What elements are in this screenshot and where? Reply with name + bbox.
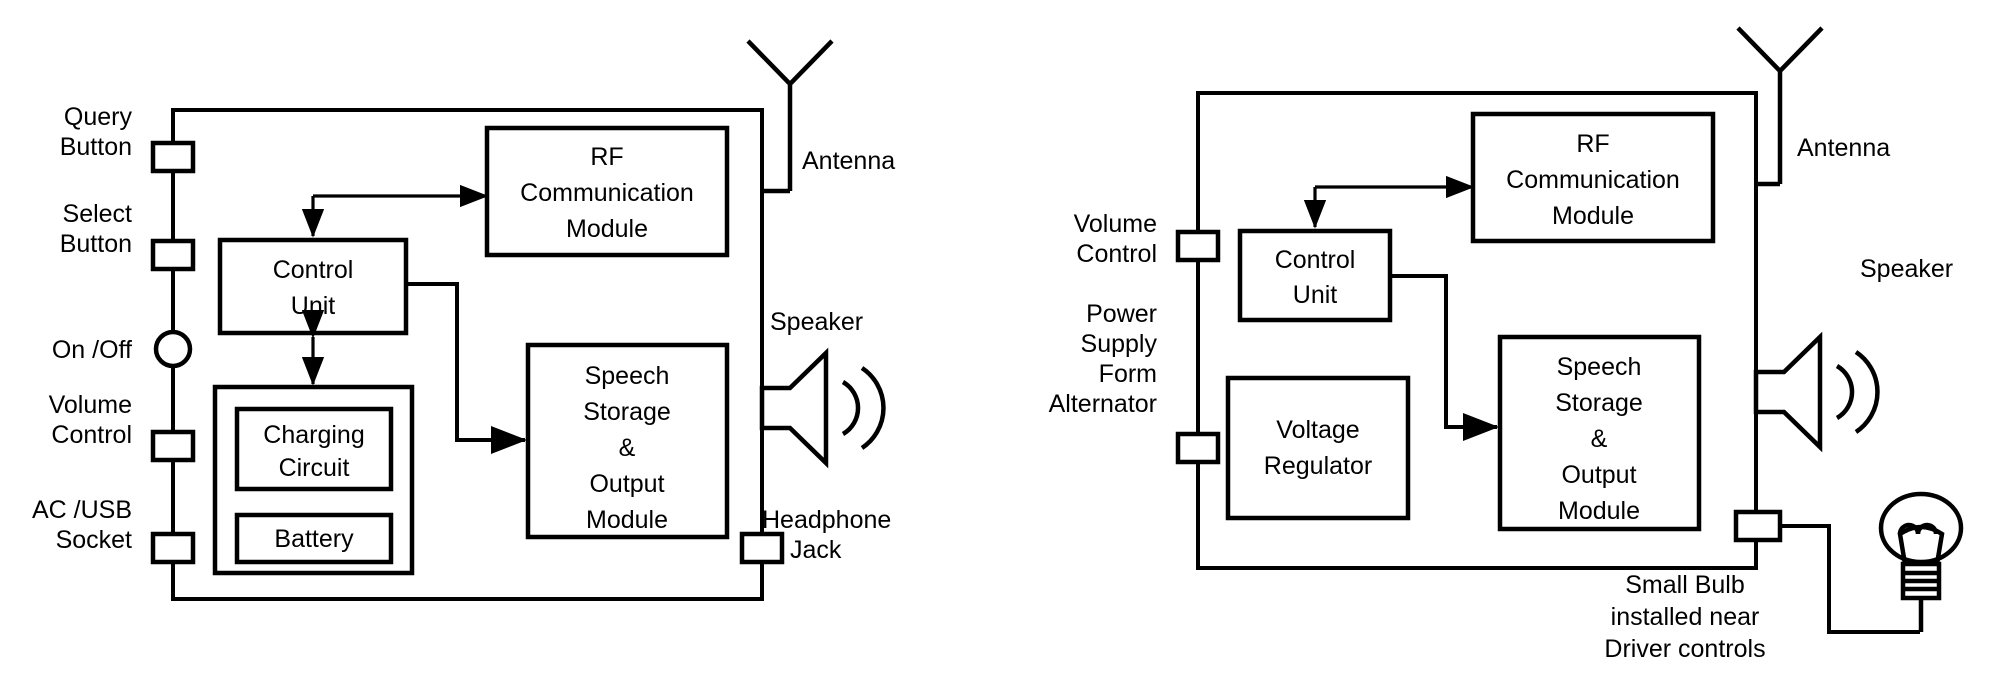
right-port-volume-control[interactable] (1175, 229, 1221, 263)
label-on-off: On /Off (52, 336, 132, 364)
right-label-bulb-line2: installed near (1611, 603, 1760, 631)
right-speaker-wave-outer-icon (1854, 350, 1880, 434)
block-charging-line1: Charging (263, 421, 364, 449)
label-ac-usb-line2: Socket (56, 526, 132, 554)
label-query-button-line2: Button (60, 133, 132, 161)
label-select-button-line2: Button (60, 230, 132, 258)
right-block-control-line1: Control (1275, 246, 1356, 274)
right-label-antenna: Antenna (1797, 134, 1890, 162)
right-block-speech-line3: & (1591, 425, 1608, 453)
right-block-rf-line1: RF (1576, 130, 1609, 158)
port-ac-usb-socket[interactable] (150, 531, 196, 565)
right-speaker-wave-inner-icon (1835, 364, 1855, 420)
block-rf-line3: Module (566, 215, 648, 243)
port-headphone-jack[interactable] (739, 531, 785, 565)
label-ac-usb-line1: AC /USB (32, 496, 132, 524)
right-block-speech-line4: Output (1561, 461, 1636, 489)
block-control-line2: Unit (291, 292, 336, 320)
light-bulb-icon (1878, 491, 1964, 632)
port-on-off-switch[interactable] (153, 329, 193, 369)
block-charging-line2: Circuit (279, 454, 350, 482)
right-label-volume-line2: Control (1076, 240, 1157, 268)
label-antenna: Antenna (802, 147, 895, 175)
label-speaker: Speaker (770, 308, 863, 336)
right-diagram: Volume Control Power Supply Form Alterna… (1049, 26, 1964, 663)
block-speech-line1: Speech (585, 362, 670, 390)
right-block-regulator-line2: Regulator (1264, 452, 1372, 480)
right-label-power-line1: Power (1086, 300, 1157, 328)
label-query-button-line1: Query (64, 103, 133, 131)
speaker-wave-outer-icon (860, 366, 886, 450)
block-speech-line3: & (619, 434, 636, 462)
block-speech-line5: Module (586, 506, 668, 534)
label-headphone-jack-line2: Jack (790, 536, 842, 564)
right-connector-port-to-bulb (1780, 524, 1920, 634)
right-block-speech-line1: Speech (1557, 353, 1642, 381)
port-volume-control[interactable] (150, 429, 196, 463)
right-label-power-line3: Form (1099, 360, 1157, 388)
right-block-regulator-line1: Voltage (1276, 416, 1359, 444)
block-control-line1: Control (273, 256, 354, 284)
port-query-button[interactable] (150, 140, 196, 174)
right-block-rf-line3: Module (1552, 202, 1634, 230)
block-battery-label: Battery (274, 525, 354, 553)
block-charging-circuit (234, 406, 394, 492)
right-label-volume-line1: Volume (1074, 210, 1157, 238)
label-volume-control-line1: Volume (49, 391, 132, 419)
right-block-rf-line2: Communication (1506, 166, 1680, 194)
right-port-power-supply[interactable] (1175, 431, 1221, 465)
label-headphone-jack-line1: Headphone (762, 506, 891, 534)
right-speaker-icon (1753, 331, 1823, 453)
block-speech-line2: Storage (583, 398, 671, 426)
left-diagram: Query Button Select Button On /Off Volum… (32, 39, 895, 601)
right-block-control-line2: Unit (1293, 281, 1338, 309)
right-block-speech-line5: Module (1558, 497, 1640, 525)
right-label-bulb-line1: Small Bulb (1625, 571, 1745, 599)
block-rf-line1: RF (590, 143, 623, 171)
right-block-voltage-regulator (1225, 375, 1411, 521)
block-speech-storage-output-module (525, 342, 730, 540)
right-block-speech-line2: Storage (1555, 389, 1643, 417)
right-antenna-icon (1736, 26, 1824, 187)
block-speech-line4: Output (589, 470, 664, 498)
label-select-button-line1: Select (63, 200, 133, 228)
right-port-bulb-terminal[interactable] (1733, 509, 1783, 543)
speaker-wave-inner-icon (841, 380, 861, 436)
speaker-icon (759, 347, 829, 469)
port-select-button[interactable] (150, 238, 196, 272)
block-rf-line2: Communication (520, 179, 694, 207)
right-label-bulb-line3: Driver controls (1604, 635, 1765, 663)
antenna-icon (746, 39, 834, 194)
connector-control-unit-to-speech-module (406, 282, 527, 454)
right-label-power-line2: Supply (1081, 330, 1158, 358)
block-battery (234, 512, 394, 565)
right-block-speech-storage-output-module (1497, 334, 1702, 532)
label-volume-control-line2: Control (51, 421, 132, 449)
right-label-speaker: Speaker (1860, 255, 1953, 283)
right-block-rf-communication-module (1470, 111, 1716, 244)
right-label-power-line4: Alternator (1049, 390, 1157, 418)
right-block-control-unit (1237, 228, 1393, 323)
right-connector-control-unit-to-speech-module (1390, 274, 1499, 441)
